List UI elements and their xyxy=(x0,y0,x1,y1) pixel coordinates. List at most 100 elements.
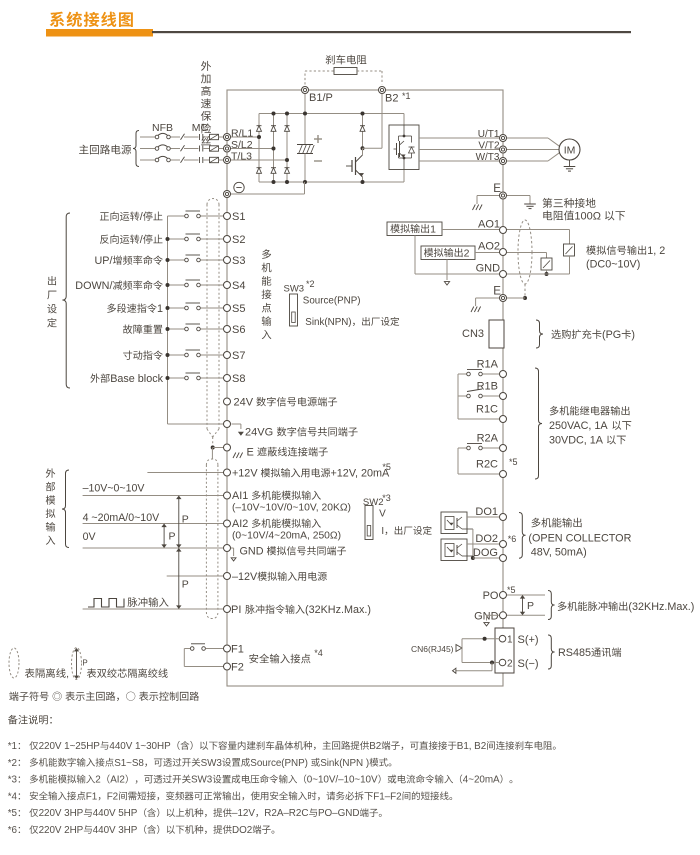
svg-text:Source(PNP): Source(PNP) xyxy=(303,296,361,307)
svg-text:Sink(NPN): Sink(NPN) xyxy=(305,317,351,328)
svg-text:/: / xyxy=(140,234,143,246)
svg-text:(PG: (PG xyxy=(602,329,621,341)
svg-text:S/L2: S/L2 xyxy=(231,139,253,151)
svg-text:,: , xyxy=(66,669,69,680)
svg-text:250VAC, 1A: 250VAC, 1A xyxy=(549,420,608,432)
svg-text:R1A: R1A xyxy=(477,359,499,371)
svg-text:/: / xyxy=(140,211,143,223)
svg-text:P: P xyxy=(169,531,176,543)
svg-text:S6: S6 xyxy=(232,324,245,336)
svg-text:T/L3: T/L3 xyxy=(231,151,252,163)
svg-text:+12V: +12V xyxy=(232,468,258,480)
svg-text:220V 2HP: 220V 2HP xyxy=(39,825,84,836)
svg-text:220V 3HP: 220V 3HP xyxy=(39,808,84,819)
svg-text:B1/P: B1/P xyxy=(309,92,333,104)
svg-text:4~20mA: 4~20mA xyxy=(463,775,500,786)
svg-text:*5: *5 xyxy=(507,585,516,595)
svg-text:(0~10V/4~20mA, 250Ω): (0~10V/4~20mA, 250Ω) xyxy=(232,531,341,542)
svg-text:): ) xyxy=(631,329,635,341)
svg-text:DO2: DO2 xyxy=(232,825,252,836)
svg-text:V/T2: V/T2 xyxy=(478,141,500,152)
svg-text:B2: B2 xyxy=(369,741,381,752)
svg-text:2: 2 xyxy=(95,775,100,786)
svg-text:SW3: SW3 xyxy=(284,284,305,295)
svg-text:E: E xyxy=(493,286,501,298)
svg-text:CN3: CN3 xyxy=(462,328,484,340)
svg-text:MC: MC xyxy=(192,122,209,134)
svg-text:W/T3: W/T3 xyxy=(476,152,500,163)
svg-text:S5: S5 xyxy=(232,303,245,315)
svg-text:AI1: AI1 xyxy=(232,490,248,502)
svg-text:S4: S4 xyxy=(232,280,245,292)
svg-text:*4: *4 xyxy=(8,791,18,802)
svg-text:*6: *6 xyxy=(8,825,18,836)
svg-text:48V, 50mA): 48V, 50mA) xyxy=(531,547,587,559)
svg-text:S1: S1 xyxy=(232,211,245,223)
svg-text:DOG: DOG xyxy=(473,547,498,559)
svg-text:S(−): S(−) xyxy=(518,658,539,670)
svg-text:440V 5HP: 440V 5HP xyxy=(93,808,138,819)
svg-text:440V 3HP: 440V 3HP xyxy=(93,825,138,836)
svg-text:F1–F2: F1–F2 xyxy=(373,791,401,802)
svg-text:0V: 0V xyxy=(83,531,97,543)
svg-text:P: P xyxy=(527,600,534,612)
svg-text:R2A–R2C: R2A–R2C xyxy=(264,808,308,819)
svg-text:*6: *6 xyxy=(508,534,517,544)
svg-text:P: P xyxy=(182,579,189,591)
svg-text:*1: *1 xyxy=(8,741,18,752)
svg-text:24VG: 24VG xyxy=(245,427,273,439)
svg-text:S3: S3 xyxy=(232,255,245,267)
svg-text:S7: S7 xyxy=(232,350,245,362)
svg-text:SW3: SW3 xyxy=(191,775,213,786)
svg-text:*4: *4 xyxy=(314,648,323,658)
svg-text:0~10V/–10~10V: 0~10V/–10~10V xyxy=(307,775,378,786)
svg-text:B1, B2: B1, B2 xyxy=(457,741,486,752)
svg-text:100Ω: 100Ω xyxy=(574,211,601,223)
svg-text:GND: GND xyxy=(476,263,501,275)
svg-text:S2: S2 xyxy=(232,234,245,246)
svg-text:(OPEN COLLECTOR: (OPEN COLLECTOR xyxy=(528,533,631,545)
svg-text:1, 2: 1, 2 xyxy=(647,245,665,257)
svg-text:PO–GND: PO–GND xyxy=(318,808,359,819)
svg-text:–10V~0~10V: –10V~0~10V xyxy=(83,483,146,495)
svg-text:R1B: R1B xyxy=(477,381,498,393)
svg-text:P: P xyxy=(182,514,189,526)
svg-text:*1: *1 xyxy=(402,91,411,101)
svg-text:*3: *3 xyxy=(382,493,391,503)
svg-text:24V: 24V xyxy=(234,397,254,409)
svg-text:I: I xyxy=(381,526,384,537)
svg-text:2: 2 xyxy=(464,247,470,259)
svg-text:1: 1 xyxy=(507,635,513,646)
svg-text:F1: F1 xyxy=(231,644,244,656)
svg-text:PO: PO xyxy=(483,590,499,602)
svg-text:–12V: –12V xyxy=(232,571,258,583)
svg-text:–12V: –12V xyxy=(232,808,255,819)
svg-text:IM: IM xyxy=(564,145,576,157)
svg-text:NFB: NFB xyxy=(152,122,173,134)
svg-text:+12V, 20mA: +12V, 20mA xyxy=(331,468,391,480)
svg-text:P: P xyxy=(82,659,87,668)
svg-text:RS485: RS485 xyxy=(558,647,591,659)
svg-text:1: 1 xyxy=(157,303,163,315)
svg-text:(–10V~10V/0~10V, 20KΩ): (–10V~10V/0~10V, 20KΩ) xyxy=(232,503,351,514)
svg-text:*5: *5 xyxy=(382,462,391,472)
svg-text:R1C: R1C xyxy=(476,404,498,416)
svg-text:F1: F1 xyxy=(86,791,98,802)
svg-text:SW3: SW3 xyxy=(201,758,223,769)
svg-text:UP/: UP/ xyxy=(95,255,113,267)
svg-text:V: V xyxy=(379,509,386,520)
svg-text:F2: F2 xyxy=(231,662,244,674)
svg-text:GND: GND xyxy=(240,546,264,558)
svg-text:E: E xyxy=(247,447,254,459)
svg-text:AI2: AI2 xyxy=(232,518,248,530)
svg-text:30VDC, 1A: 30VDC, 1A xyxy=(549,435,604,447)
svg-text:R/L1: R/L1 xyxy=(231,128,253,140)
svg-text:*2: *2 xyxy=(306,279,315,289)
svg-text:2: 2 xyxy=(507,659,513,670)
svg-text:R2A: R2A xyxy=(477,433,499,445)
svg-text:4 ~20mA/0~10V: 4 ~20mA/0~10V xyxy=(83,512,161,524)
svg-text:R2C: R2C xyxy=(476,459,498,471)
svg-text:DOWN/: DOWN/ xyxy=(75,280,112,292)
svg-text:1: 1 xyxy=(430,223,436,235)
svg-text:S8: S8 xyxy=(232,373,245,385)
